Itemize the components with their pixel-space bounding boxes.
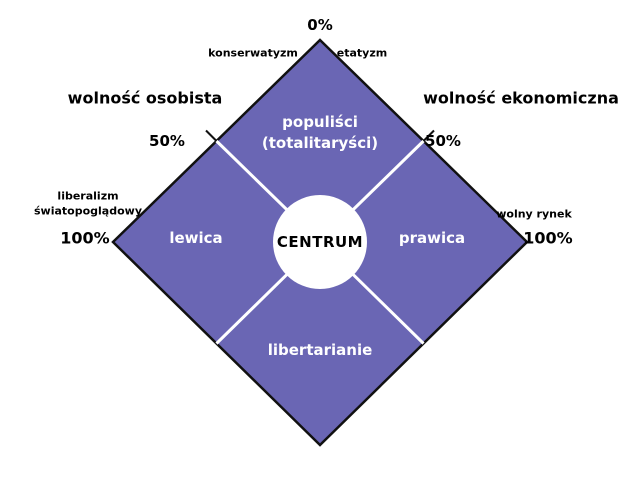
label-konserwatyzm: konserwatyzm (208, 46, 298, 60)
label-centrum: CENTRUM (276, 233, 364, 251)
label-right-50-percent: 50% (425, 132, 461, 150)
label-liberalizm-swiatopogladowy: liberalizm światopoglądowy (34, 189, 142, 220)
center-circle (273, 195, 367, 289)
label-top-0-percent: 0% (307, 16, 333, 34)
label-quadrant-lewica: lewica (169, 229, 223, 247)
label-left-50-percent: 50% (149, 132, 185, 150)
label-quadrant-prawica: prawica (398, 229, 466, 247)
label-right-100-percent: 100% (523, 228, 573, 248)
label-quadrant-libertarianie: libertarianie (267, 341, 373, 359)
label-liberalizm-line1: liberalizm (57, 189, 119, 203)
label-populisci-line1: populiści (282, 113, 358, 131)
label-wolny-rynek: wolny rynek (496, 207, 572, 221)
tick-50-left-icon (205, 129, 218, 142)
label-left-100-percent: 100% (60, 228, 110, 248)
label-quadrant-populisci: populiści (totalitaryści) (262, 112, 378, 154)
label-axis-wolnosc-ekonomiczna: wolność ekonomiczna (423, 88, 619, 108)
label-axis-wolnosc-osobista: wolność osobista (67, 88, 223, 108)
label-populisci-line2: (totalitaryści) (261, 134, 379, 152)
label-etatyzm: etatyzm (336, 46, 388, 60)
tick-50-right-icon (422, 129, 435, 142)
label-liberalizm-line2: światopoglądowy (34, 205, 142, 218)
